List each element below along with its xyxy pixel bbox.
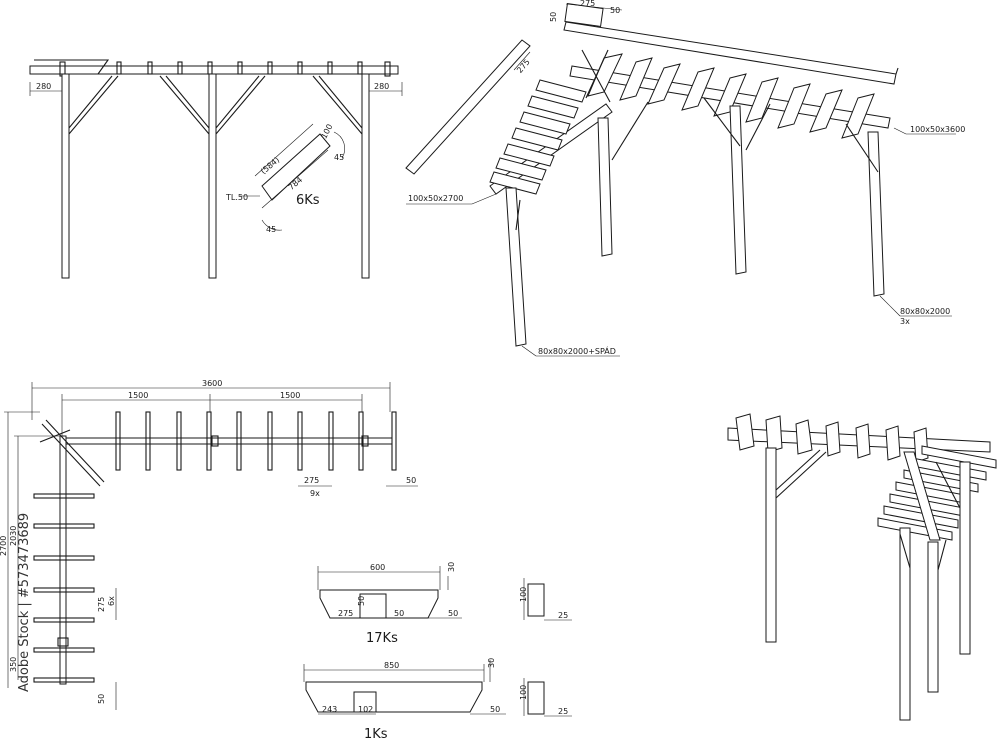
r600-dim-50-mid: 50	[357, 596, 366, 606]
isometric-view: 275 50 50 275	[405, 0, 965, 357]
front-dim-right: 280	[374, 82, 389, 91]
front-dim-left: 280	[36, 82, 51, 91]
plan-dim-1500-right: 1500	[280, 391, 300, 400]
r600-sec-100: 100	[519, 587, 528, 602]
iso-label-beam-3600: 100x50x3600	[910, 125, 965, 134]
r600-dim-275: 275	[338, 609, 353, 618]
plan-dim-9x: 9x	[310, 489, 320, 498]
r600-dim-50-a: 50	[394, 609, 404, 618]
r850-dim-30: 30	[487, 658, 496, 668]
r850-count: 1Ks	[364, 727, 388, 742]
iso-side-dim-50: 50	[549, 12, 558, 22]
iso-label-post-3x: 80x80x2000	[900, 307, 950, 316]
r600-dim-50-b: 50	[448, 609, 458, 618]
front-elevation-view: 280 280	[29, 59, 403, 279]
r600-sec-25: 25	[558, 611, 568, 620]
rafter-600-detail: 600 30 50 275 50 50 17Ks 100 25	[317, 562, 572, 646]
iso-label-post-spad: 80x80x2000+SPÁD	[538, 345, 616, 356]
plan-view: 3600 1500 1500 275 9x 50 2700 2030 350 2…	[0, 379, 418, 710]
plan-dim-2700: 2700	[0, 536, 8, 556]
r850-dim-243: 243	[322, 705, 337, 714]
rafter-850-detail: 850 30 243 102 50 1Ks 100 25	[303, 658, 572, 742]
iso-label-beam-2700: 100x50x2700	[408, 194, 463, 203]
plan-dim-50-bottom: 50	[97, 694, 106, 704]
r850-dim-850: 850	[384, 661, 399, 670]
plan-dim-275-side: 275	[97, 597, 106, 612]
brace-dim-45-top: 45	[334, 153, 344, 162]
brace-dim-100: 100	[319, 123, 334, 141]
plan-dim-1500-left: 1500	[128, 391, 148, 400]
iso-label-post-3x-count: 3x	[900, 317, 910, 326]
plan-dim-6x: 6x	[107, 596, 116, 606]
brace-detail: 100 (584) 784 45 45 TL.50 6Ks	[225, 123, 346, 234]
plan-dim-350: 350	[9, 657, 18, 672]
r600-dim-600: 600	[370, 563, 385, 572]
brace-count: 6Ks	[296, 193, 320, 208]
plan-dim-3600: 3600	[202, 379, 222, 388]
r850-sec-25: 25	[558, 707, 568, 716]
plan-dim-275: 275	[304, 476, 319, 485]
watermark-text: Adobe Stock | #573473689	[17, 513, 32, 692]
r850-sec-100: 100	[519, 685, 528, 700]
brace-dim-45-bottom: 45	[266, 225, 276, 234]
plan-dim-2030: 2030	[9, 526, 18, 546]
iso-top-dim-50: 50	[610, 6, 620, 15]
plan-dim-50-right: 50	[406, 476, 416, 485]
r850-dim-102: 102	[358, 705, 373, 714]
r600-dim-30: 30	[447, 562, 456, 572]
brace-tl-label: TL.50	[225, 193, 248, 202]
r850-dim-50: 50	[490, 705, 500, 714]
iso-top-dim-275: 275	[580, 0, 595, 8]
perspective-view	[727, 413, 997, 721]
r600-count: 17Ks	[366, 631, 398, 646]
